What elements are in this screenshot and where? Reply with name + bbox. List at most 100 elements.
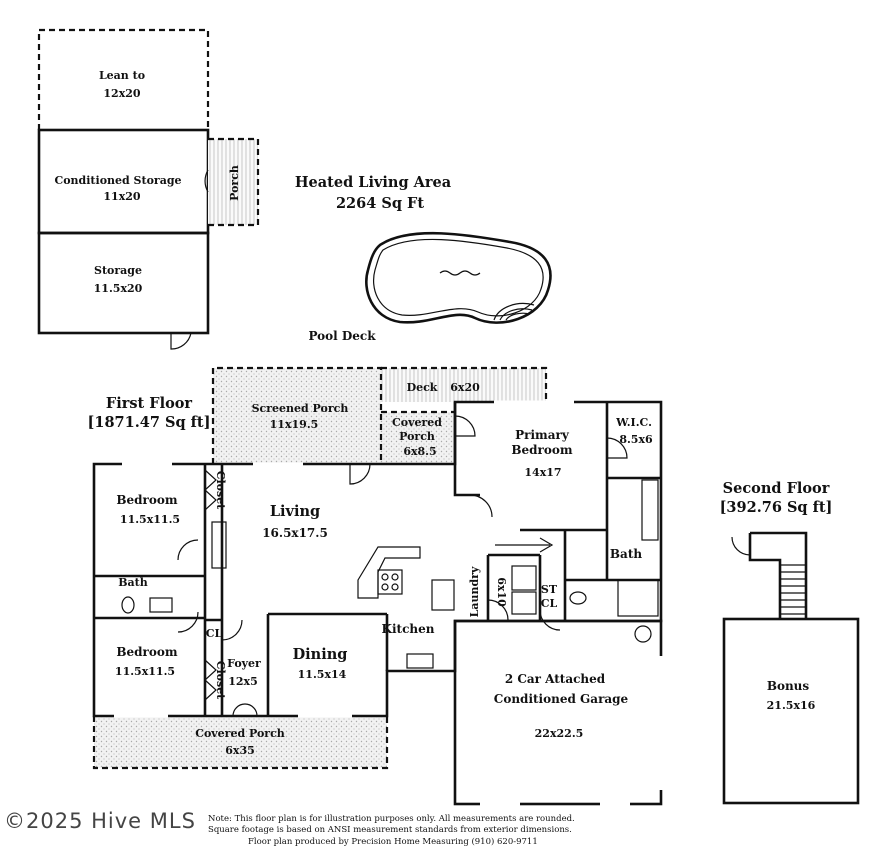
covered-porch-front-outline bbox=[92, 716, 389, 770]
closet-door-icon bbox=[204, 469, 217, 511]
second-floor bbox=[722, 531, 860, 805]
door-swing-icon bbox=[539, 609, 561, 631]
vanity-icon bbox=[149, 597, 173, 613]
burner-icon bbox=[391, 583, 399, 591]
interior-walls bbox=[94, 402, 661, 716]
fireplace-icon bbox=[211, 521, 227, 569]
laundry-label: Laundry bbox=[468, 566, 481, 617]
toilet-icon bbox=[121, 596, 135, 614]
covered-porch-top-size: 6x8.5 bbox=[403, 445, 436, 458]
watermark: ©2025 Hive MLS bbox=[4, 809, 196, 833]
kitchen-cabinets bbox=[357, 546, 421, 599]
kitchen-sink-icon bbox=[406, 653, 434, 669]
lean-to-outline bbox=[37, 28, 210, 130]
deck-outline bbox=[381, 366, 548, 402]
storage-size: 11.5x20 bbox=[94, 282, 143, 295]
toilet-icon bbox=[569, 591, 587, 605]
garage-label-1: 2 Car Attached bbox=[505, 672, 606, 686]
door-swing-icon bbox=[170, 332, 192, 350]
st-cl-label-2: CL bbox=[541, 597, 558, 610]
screened-porch-area bbox=[213, 368, 381, 464]
screened-porch-size: 11x19.5 bbox=[270, 418, 319, 431]
dryer-icon bbox=[511, 591, 537, 615]
door-swing-icon bbox=[469, 494, 493, 518]
door-swing-icon bbox=[232, 703, 258, 717]
storage-room bbox=[37, 231, 210, 335]
conditioned-storage-label: Conditioned Storage bbox=[54, 174, 181, 187]
cl-label: CL bbox=[206, 627, 223, 640]
storage-label: Storage bbox=[94, 264, 142, 277]
wic-label: W.I.C. bbox=[615, 416, 652, 429]
first-floor bbox=[92, 366, 663, 806]
pool-steps-icon bbox=[499, 308, 533, 321]
porch-outline bbox=[208, 137, 260, 227]
lean-to-label: Lean to bbox=[99, 69, 145, 82]
covered-porch-front-label: Covered Porch bbox=[195, 727, 285, 740]
door-swing-icon bbox=[221, 619, 243, 641]
bedroom-1-label: Bedroom bbox=[116, 493, 177, 507]
screened-porch-label: Screened Porch bbox=[252, 402, 349, 415]
lean-to-size: 12x20 bbox=[103, 87, 141, 100]
pool-inner-outline bbox=[373, 238, 544, 317]
burner-icon bbox=[381, 573, 389, 581]
first-floor-sqft: [1871.47 Sq ft] bbox=[88, 414, 211, 431]
closet-1-label: Closet bbox=[214, 471, 227, 510]
stair-walls bbox=[748, 531, 808, 619]
bonus-room bbox=[722, 617, 860, 805]
deck-area bbox=[381, 368, 546, 402]
deck-size: 6x20 bbox=[450, 381, 480, 394]
bedroom-1-size: 11.5x11.5 bbox=[120, 513, 180, 526]
bedroom-2-size: 11.5x11.5 bbox=[115, 665, 175, 678]
covered-porch-top-area bbox=[381, 412, 455, 464]
outbuilding bbox=[37, 28, 260, 350]
bonus-size: 21.5x16 bbox=[767, 699, 816, 712]
pool-outline bbox=[365, 231, 552, 324]
pool-steps-icon bbox=[505, 312, 531, 321]
pool-deck-label: Pool Deck bbox=[308, 329, 376, 343]
covered-porch-top-label-1: Covered bbox=[392, 416, 442, 429]
dining-label: Dining bbox=[293, 646, 348, 663]
covered-porch-front-size: 6x35 bbox=[225, 744, 255, 757]
screened-porch-outline bbox=[211, 366, 383, 464]
washer-icon bbox=[511, 565, 537, 591]
door-swing-icon bbox=[177, 611, 199, 633]
porch-area bbox=[208, 139, 258, 225]
first-floor-title: First Floor bbox=[106, 395, 192, 412]
kitchen-label: Kitchen bbox=[382, 622, 435, 636]
entry-arrow-icon bbox=[495, 537, 554, 553]
bath-small-label: Bath bbox=[118, 576, 148, 589]
door-swing-icon bbox=[487, 599, 509, 621]
pool-steps-icon bbox=[493, 302, 535, 321]
stair-treads bbox=[780, 564, 806, 615]
heated-area-sqft: 2264 Sq Ft bbox=[336, 195, 424, 212]
garage-walls bbox=[453, 619, 663, 806]
second-floor-title: Second Floor bbox=[723, 480, 830, 497]
note-line-1: Note: This floor plan is for illustratio… bbox=[208, 814, 575, 824]
fridge-icon bbox=[431, 579, 455, 611]
covered-porch-front-area bbox=[94, 716, 387, 768]
door-swing-icon bbox=[454, 415, 476, 437]
closet-door-icon bbox=[204, 659, 217, 701]
primary-bedroom-label-1: Primary bbox=[515, 428, 570, 442]
dining-size: 11.5x14 bbox=[298, 668, 347, 681]
primary-bedroom-label-2: Bedroom bbox=[511, 443, 572, 457]
garage-size: 22x22.5 bbox=[535, 727, 584, 740]
conditioned-storage-size: 11x20 bbox=[103, 190, 141, 203]
deck-label: Deck bbox=[407, 381, 438, 394]
burner-icon bbox=[391, 573, 399, 581]
door-swing-icon bbox=[177, 539, 199, 561]
bonus-label: Bonus bbox=[767, 679, 810, 693]
foyer-label: Foyer bbox=[227, 657, 261, 670]
st-cl-label-1: ST bbox=[541, 583, 558, 596]
door-swing-icon bbox=[606, 437, 628, 459]
garage-label-2: Conditioned Garage bbox=[494, 692, 629, 706]
pool bbox=[365, 231, 552, 324]
laundry-size: 6x10 bbox=[495, 577, 508, 607]
stove-icon bbox=[377, 569, 403, 595]
water-icon bbox=[439, 270, 481, 276]
door-swing-icon bbox=[731, 536, 751, 556]
foyer-size: 12x5 bbox=[228, 675, 258, 688]
vanity-icon bbox=[641, 479, 659, 541]
tub-icon bbox=[617, 579, 659, 617]
